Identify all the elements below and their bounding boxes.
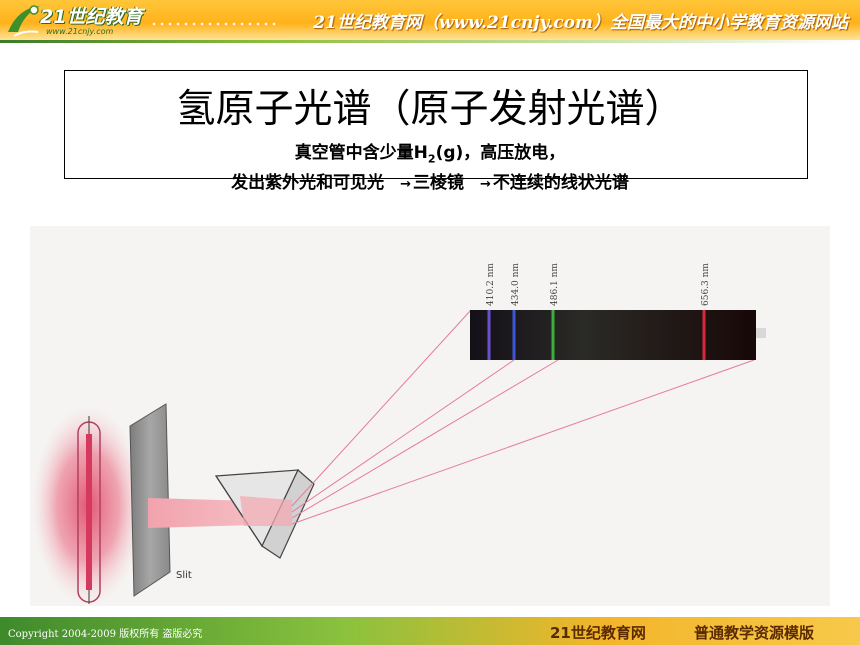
spectral-labels: 410.2 nm 434.0 nm 486.1 nm 656.3 nm <box>486 263 711 306</box>
line2-part-c: 不连续的线状光谱 <box>492 173 629 193</box>
spectrum-strip <box>470 310 756 360</box>
copyright-text: Copyright 2004-2009 版权所有 盗版必究 <box>8 629 203 640</box>
logo-text: 21世纪教育 <box>40 6 143 28</box>
spectral-label-486_1: 486.1 nm <box>550 263 560 306</box>
spectral-line-434 <box>512 310 516 360</box>
spectrum-figure: Slit 410.2 nm 434.0 nm 486.1 nm 656.3 nm <box>30 226 830 606</box>
header-banner: 21世纪教育 www.21cnjy.com 21世纪教育网（www.21cnjy… <box>0 0 860 42</box>
line2-part-b: 三棱镜 <box>413 173 464 193</box>
ray-434 <box>291 359 515 513</box>
prism-edge <box>215 475 263 547</box>
arrow-right-icon: → <box>480 177 491 192</box>
header-divider <box>0 40 860 43</box>
ray-486 <box>291 359 559 519</box>
logo-url: www.21cnjy.com <box>46 27 114 36</box>
footer-brand: 21世纪教育网 <box>550 624 646 642</box>
dispersed-rays <box>291 309 755 525</box>
spectral-label-434: 434.0 nm <box>511 263 521 306</box>
header-tagline: 21世纪教育网（www.21cnjy.com）全国最大的中小学教育资源网站 <box>313 13 848 33</box>
spectral-lines <box>487 310 706 360</box>
description-line-2: 发出紫外光和可见光→三棱镜→不连续的线状光谱 <box>0 168 860 193</box>
tube-core <box>86 434 92 590</box>
ray-656 <box>291 359 755 525</box>
line1-text-tail: (g)，高压放电， <box>435 143 566 163</box>
spectral-line-656_3 <box>702 310 706 360</box>
description-line-1: 真空管中含少量H2(g)，高压放电， <box>0 138 860 165</box>
header-decoration <box>150 22 280 26</box>
line2-part-a: 发出紫外光和可见光 <box>231 173 385 193</box>
slide-title: 氢原子光谱（原子发射光谱） <box>176 87 684 132</box>
footer-template-label: 普通教学资源模版 <box>694 624 815 642</box>
spectrum-tab <box>756 328 766 338</box>
spectral-label-656_3: 656.3 nm <box>701 263 711 306</box>
line1-text: 真空管中含少量H <box>294 143 428 163</box>
arrow-right-icon: → <box>400 177 411 192</box>
footer-bar: Copyright 2004-2009 版权所有 盗版必究 21世纪教育网 普通… <box>0 617 860 645</box>
line1-subscript: 2 <box>427 152 436 166</box>
prism-beam <box>240 496 292 526</box>
spectral-line-486_1 <box>551 310 555 360</box>
slit-label: Slit <box>176 570 192 581</box>
title-frame <box>64 70 808 179</box>
spectral-line-410_2 <box>487 310 491 360</box>
spectral-label-410_2: 410.2 nm <box>486 263 496 306</box>
ray-410 <box>291 309 472 507</box>
logo-swoosh-icon <box>8 5 40 37</box>
